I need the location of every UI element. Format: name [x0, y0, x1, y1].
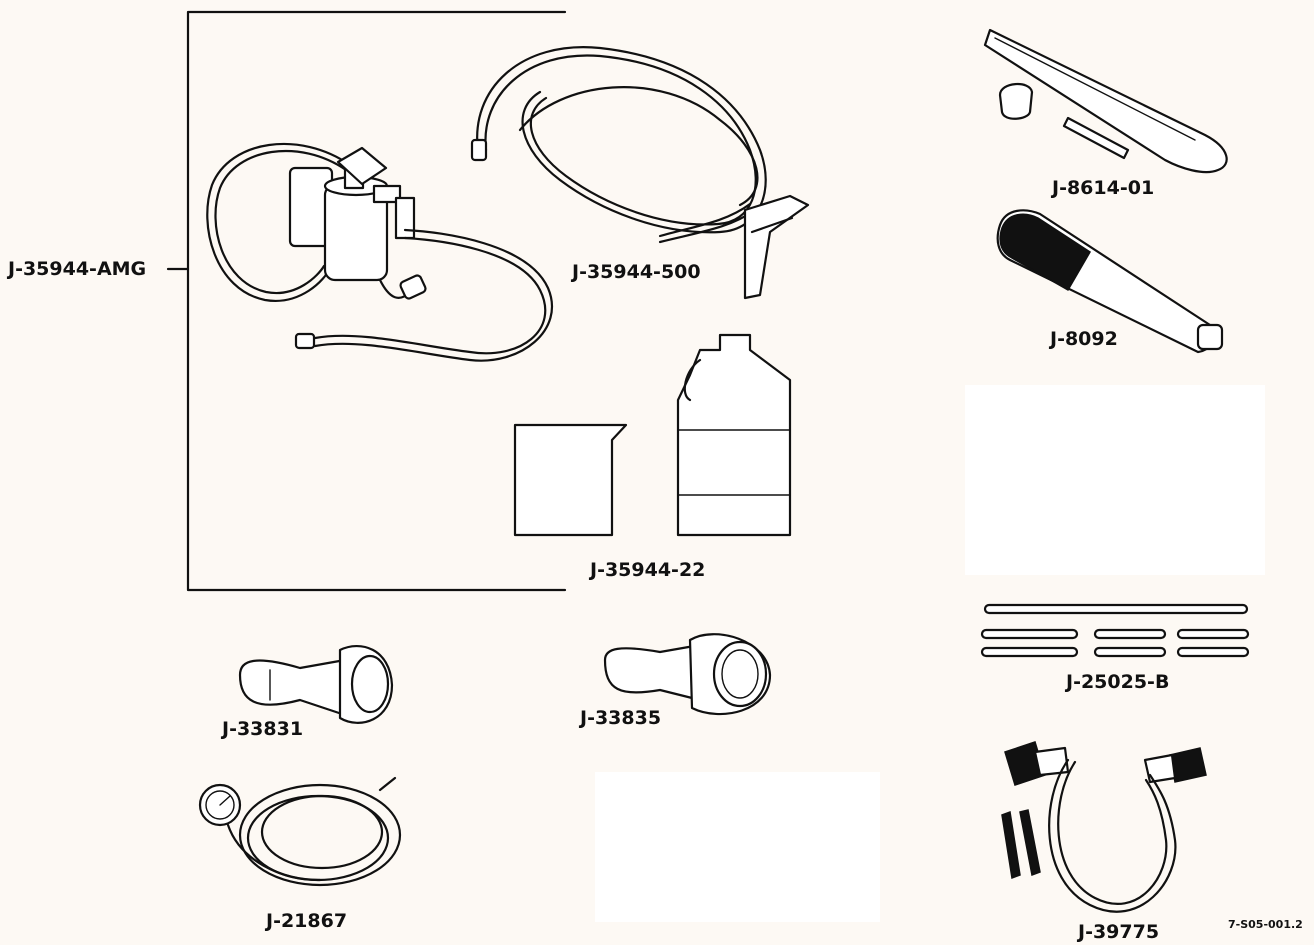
kit-bracket: [166, 10, 567, 592]
blank-area-right: [965, 385, 1265, 575]
alignment-rods-illustration: [980, 603, 1250, 658]
beaker-jug-illustration: [513, 333, 792, 537]
seal-installer-33831-illustration: [238, 645, 394, 724]
figure-code: 7-S05-001.2: [1228, 918, 1303, 931]
label-hose-500: J-35944-500: [570, 261, 701, 283]
label-kit-22: J-35944-22: [588, 559, 705, 581]
pressure-tank-illustration: [206, 142, 554, 362]
spanner-wrench-illustration: [983, 28, 1228, 174]
label-21867: J-21867: [264, 910, 347, 932]
seal-installer-33835-illustration: [603, 633, 772, 716]
label-39775: J-39775: [1076, 921, 1159, 943]
hose-clamp-illustration: [470, 46, 810, 300]
driver-handle-illustration: [996, 209, 1224, 354]
label-amg: J-35944-AMG: [6, 258, 146, 280]
pressure-gauge-illustration: [198, 776, 402, 887]
blank-area-bottom: [595, 772, 880, 922]
label-25025-b: J-25025-B: [1064, 671, 1169, 693]
label-8614-01: J-8614-01: [1050, 177, 1154, 199]
label-33831: J-33831: [220, 718, 303, 740]
adapter-cable-illustration: [1001, 741, 1207, 913]
label-33835: J-33835: [578, 707, 661, 729]
label-8092: J-8092: [1048, 328, 1118, 350]
